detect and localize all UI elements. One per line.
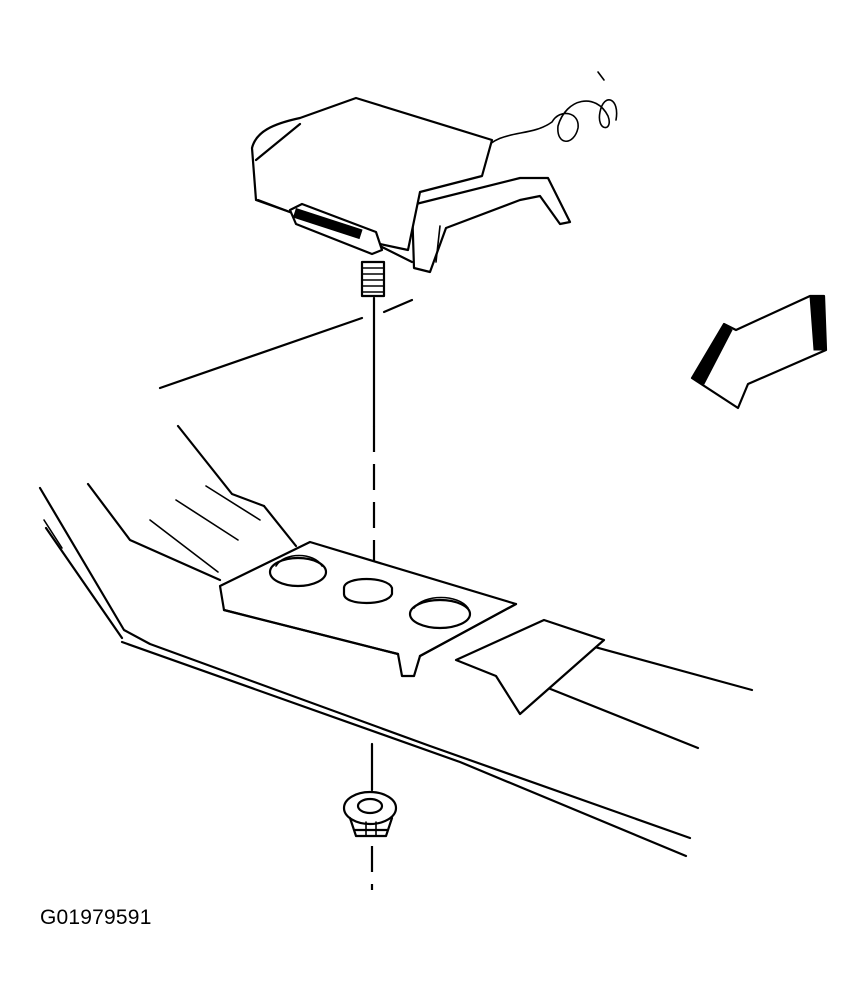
- mounting-plate: [218, 540, 518, 678]
- wire-harness: [481, 99, 618, 153]
- bolt-hole-right: [408, 598, 472, 630]
- front-direction-arrow: [690, 294, 828, 410]
- frame-edge-line: [158, 316, 364, 390]
- sensor-module: [250, 71, 618, 298]
- sensor-housing: [250, 96, 494, 252]
- bolt-hole-left: [268, 556, 328, 588]
- mounting-bracket: [410, 176, 572, 274]
- figure-id-label: G01979591: [40, 906, 152, 929]
- threaded-stud: [360, 260, 386, 298]
- rail-flange-right: [454, 618, 606, 716]
- wire-harness-end: [597, 71, 605, 81]
- hex-nut: [342, 790, 398, 838]
- crossmember-rail: [38, 424, 754, 858]
- sensor-slot: [342, 578, 394, 604]
